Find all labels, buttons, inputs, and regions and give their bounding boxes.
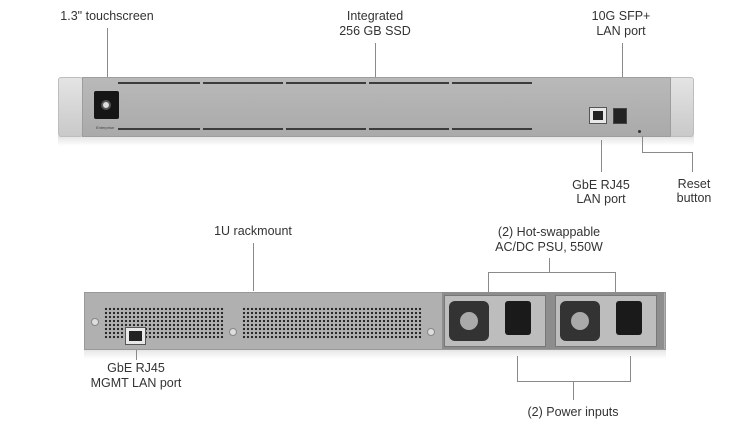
rj45-label-line2: LAN port xyxy=(576,192,626,206)
callout-bracket xyxy=(517,381,631,382)
screw-icon xyxy=(91,318,99,326)
sfp-plus-port[interactable] xyxy=(613,108,627,124)
vent-slot xyxy=(452,82,532,84)
touchscreen[interactable] xyxy=(94,91,119,119)
callout-line xyxy=(642,136,643,153)
psu-2[interactable] xyxy=(555,295,657,347)
mgmt-rj45-port[interactable] xyxy=(125,327,146,345)
callout-line xyxy=(549,258,550,272)
reset-label-line2: button xyxy=(676,191,712,205)
mgmt-label-line2: MGMT LAN port xyxy=(90,376,182,390)
screen-logo xyxy=(101,100,111,110)
fan-icon xyxy=(560,301,600,341)
vent-slot xyxy=(286,82,366,84)
rackmount-label: 1U rackmount xyxy=(214,224,292,238)
callout-line xyxy=(253,243,254,291)
ssd-label-line2: 256 GB SSD xyxy=(339,24,411,38)
screen-caption: Enterprise xyxy=(96,125,115,130)
vent-slot xyxy=(118,82,200,84)
callout-line xyxy=(601,140,602,172)
rj45-lan-port[interactable] xyxy=(589,107,607,124)
reset-label-line1: Reset xyxy=(677,177,711,191)
power-inlet-2[interactable] xyxy=(616,301,642,335)
reflection xyxy=(58,136,694,146)
callout-line xyxy=(517,356,518,381)
psu-label-line2: AC/DC PSU, 550W xyxy=(495,240,603,254)
callout-line xyxy=(573,381,574,400)
callout-line xyxy=(642,152,693,153)
vent-grille xyxy=(104,307,224,339)
reset-button[interactable] xyxy=(638,130,641,133)
callout-line xyxy=(488,272,489,292)
sfp-label-line1: 10G SFP+ xyxy=(591,9,651,23)
rack-ear-right xyxy=(669,77,694,137)
power-inlet-1[interactable] xyxy=(505,301,531,335)
front-chassis xyxy=(82,77,671,137)
screw-icon xyxy=(427,328,435,336)
vent-grille xyxy=(242,307,422,339)
power-inputs-label: (2) Power inputs xyxy=(527,405,619,419)
fan-icon xyxy=(449,301,489,341)
vent-slot xyxy=(369,82,449,84)
callout-line xyxy=(136,350,137,360)
vent-slot xyxy=(286,128,366,130)
vent-slot xyxy=(203,82,283,84)
reflection xyxy=(84,349,666,359)
callout-line xyxy=(615,272,616,292)
callout-line xyxy=(692,152,693,172)
rj45-label-line1: GbE RJ45 xyxy=(572,178,630,192)
screw-icon xyxy=(229,328,237,336)
mgmt-label-line1: GbE RJ45 xyxy=(107,361,165,375)
sfp-label-line2: LAN port xyxy=(596,24,646,38)
callout-line xyxy=(630,356,631,381)
callout-line xyxy=(107,28,108,78)
vent-slot xyxy=(369,128,449,130)
psu-1[interactable] xyxy=(444,295,546,347)
callout-line xyxy=(622,43,623,77)
vent-slot xyxy=(203,128,283,130)
callout-bracket xyxy=(488,272,616,273)
touchscreen-label: 1.3" touchscreen xyxy=(60,9,154,23)
vent-slot xyxy=(452,128,532,130)
psu-label-line1: (2) Hot-swappable xyxy=(497,225,601,239)
vent-slot xyxy=(118,128,200,130)
ssd-label-line1: Integrated xyxy=(346,9,404,23)
callout-line xyxy=(375,43,376,77)
rack-ear-left xyxy=(58,77,83,137)
